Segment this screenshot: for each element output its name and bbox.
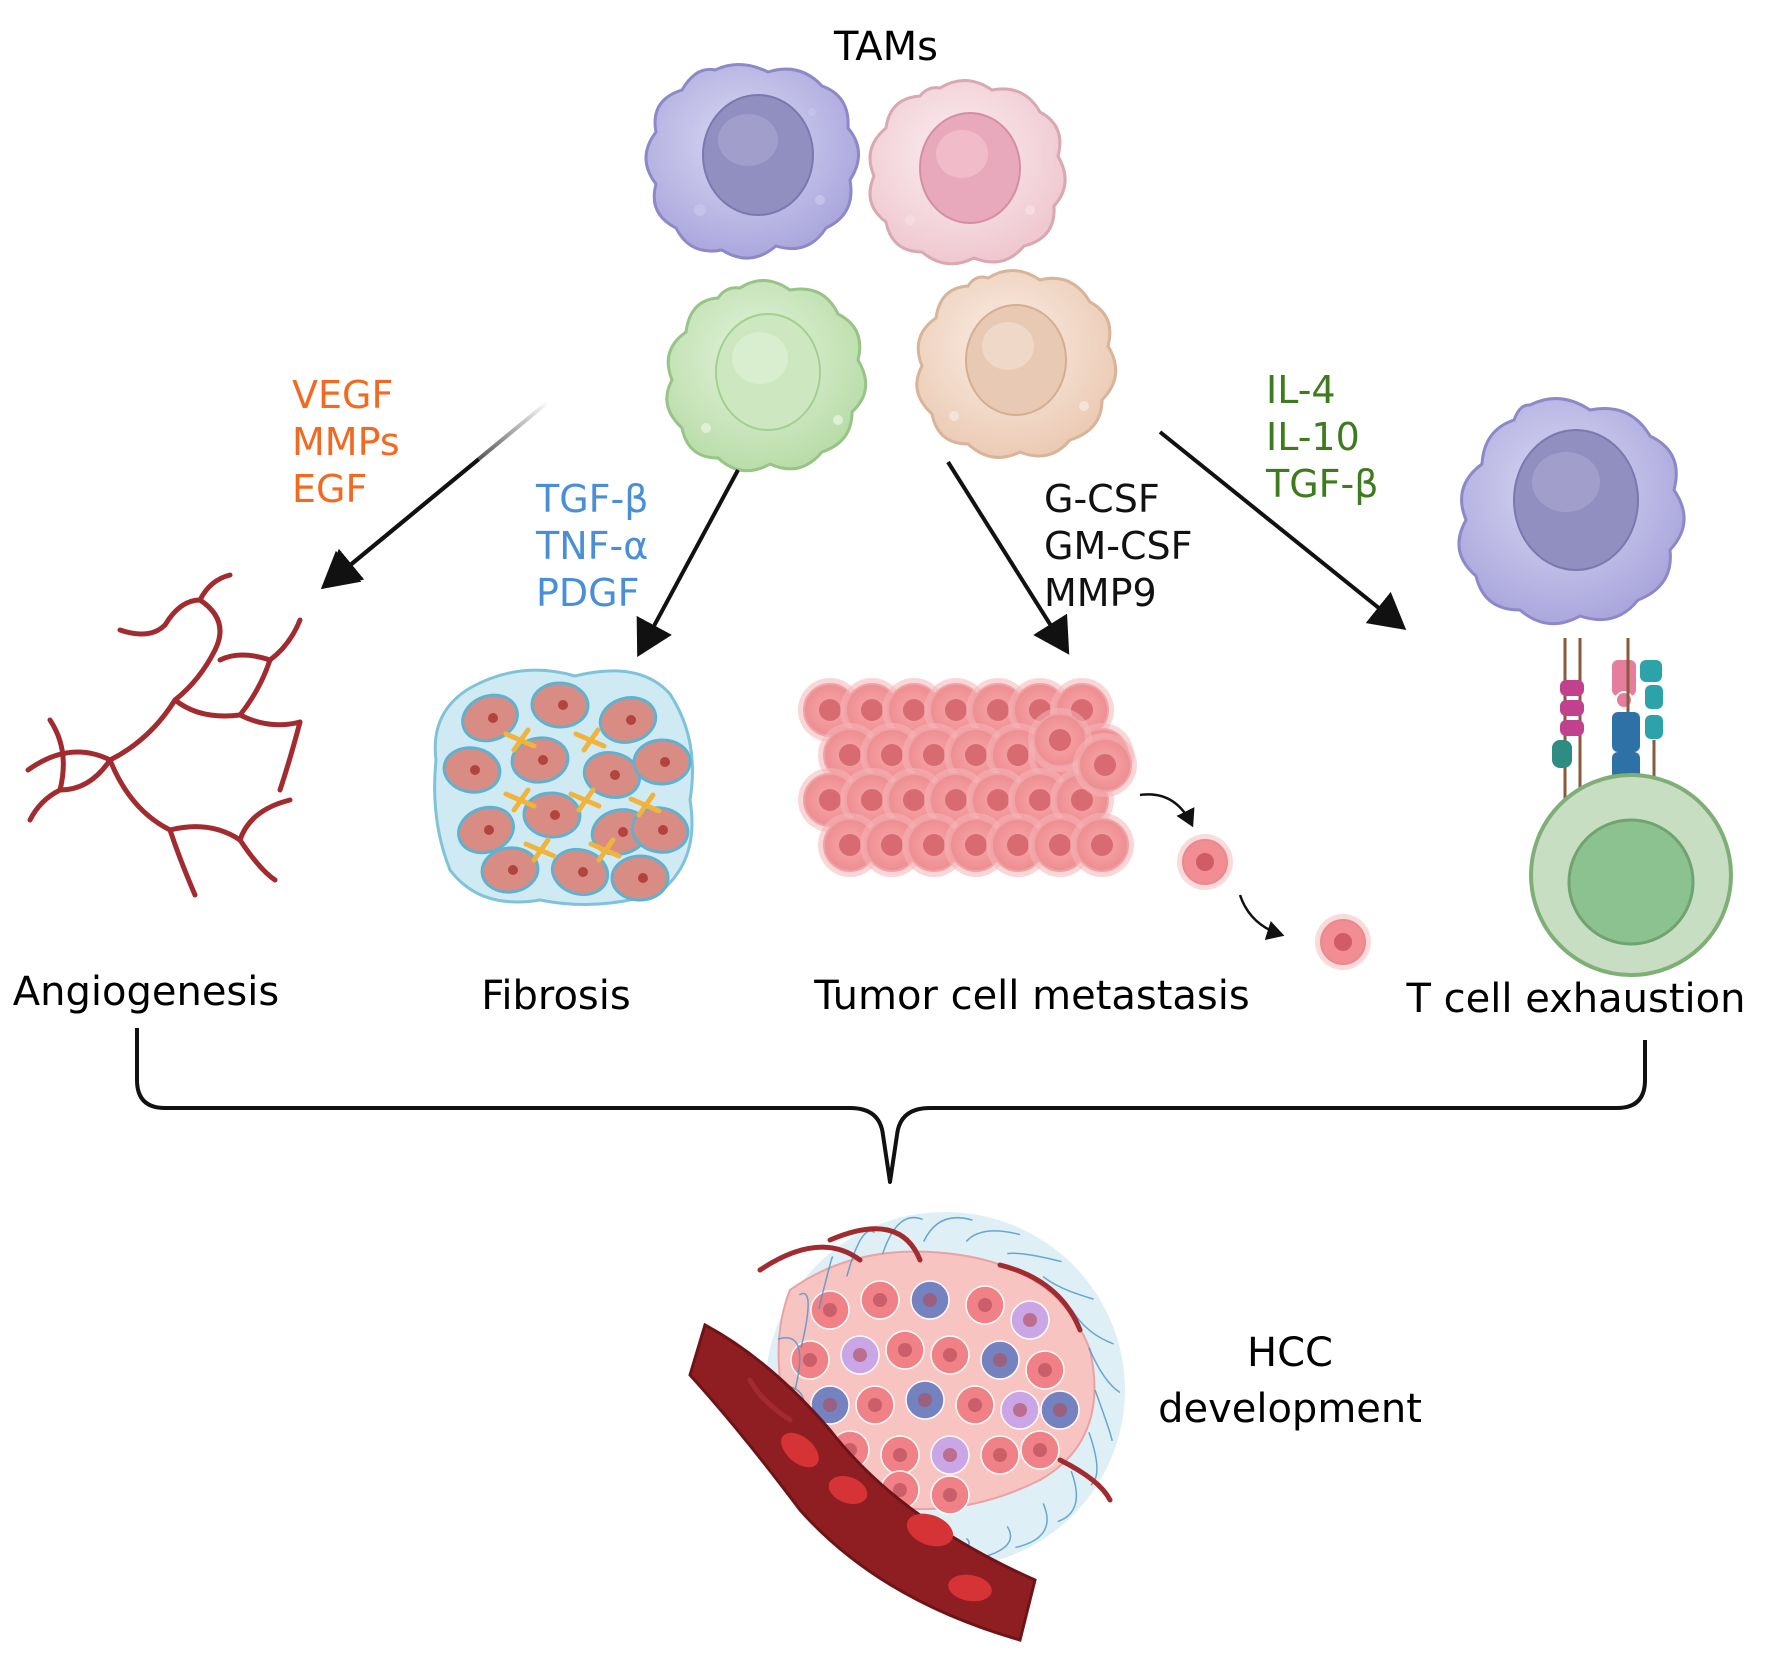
macrophage-t-cell-icon — [1457, 397, 1733, 977]
hcc-label-line2: development — [1158, 1386, 1422, 1432]
factor-gm-csf: GM-CSF — [1044, 524, 1193, 568]
outcome-tumor-cell-metastasis: Tumor cell metastasis — [814, 973, 1250, 1019]
hcc-development-label: HCC development — [1158, 1325, 1422, 1437]
macrophage-pink-icon — [868, 79, 1067, 266]
arrow-fibrosis — [636, 469, 740, 658]
macrophage-purple-icon — [644, 63, 860, 260]
bracket — [135, 1028, 1647, 1184]
hcc-label-line1: HCC — [1247, 1330, 1333, 1376]
macrophage-peach-icon — [915, 269, 1118, 459]
factor-mmps: MMPs — [292, 420, 400, 464]
arrow-t-cell-exhaustion — [1158, 430, 1407, 631]
tams-title: TAMs — [833, 24, 939, 70]
outcome-fibrosis: Fibrosis — [481, 973, 631, 1019]
factor-tnf-alpha: TNF-α — [536, 524, 649, 568]
factor-il-10: IL-10 — [1266, 415, 1360, 459]
macrophage-green-icon — [665, 279, 868, 473]
fibrotic-tissue-icon — [433, 668, 694, 906]
factor-il-4: IL-4 — [1266, 368, 1336, 412]
metastasis-factors: G-CSF GM-CSF MMP9 — [1044, 476, 1192, 617]
angiogenesis-factors: VEGF MMPs EGF — [292, 372, 400, 513]
tumor-cluster-icon — [798, 678, 1371, 970]
factor-vegf: VEGF — [292, 373, 394, 417]
fibrosis-factors: TGF-β TNF-α PDGF — [536, 476, 648, 617]
factor-egf: EGF — [292, 467, 368, 511]
factor-tgf-beta: TGF-β — [536, 477, 649, 521]
outcome-t-cell-exhaustion: T cell exhaustion — [1406, 976, 1746, 1022]
t-cell-exhaustion-factors: IL-4 IL-10 TGF-β — [1266, 367, 1378, 508]
factor-mmp9: MMP9 — [1044, 571, 1157, 615]
factor-tgf-beta-2: TGF-β — [1266, 462, 1379, 506]
outcome-angiogenesis: Angiogenesis — [12, 969, 280, 1015]
arrow-metastasis — [946, 460, 1070, 655]
blood-vessel-network-icon — [25, 572, 303, 898]
hcc-tumor-icon — [688, 1212, 1125, 1642]
factor-pdgf: PDGF — [536, 571, 640, 615]
factor-g-csf: G-CSF — [1044, 477, 1160, 521]
